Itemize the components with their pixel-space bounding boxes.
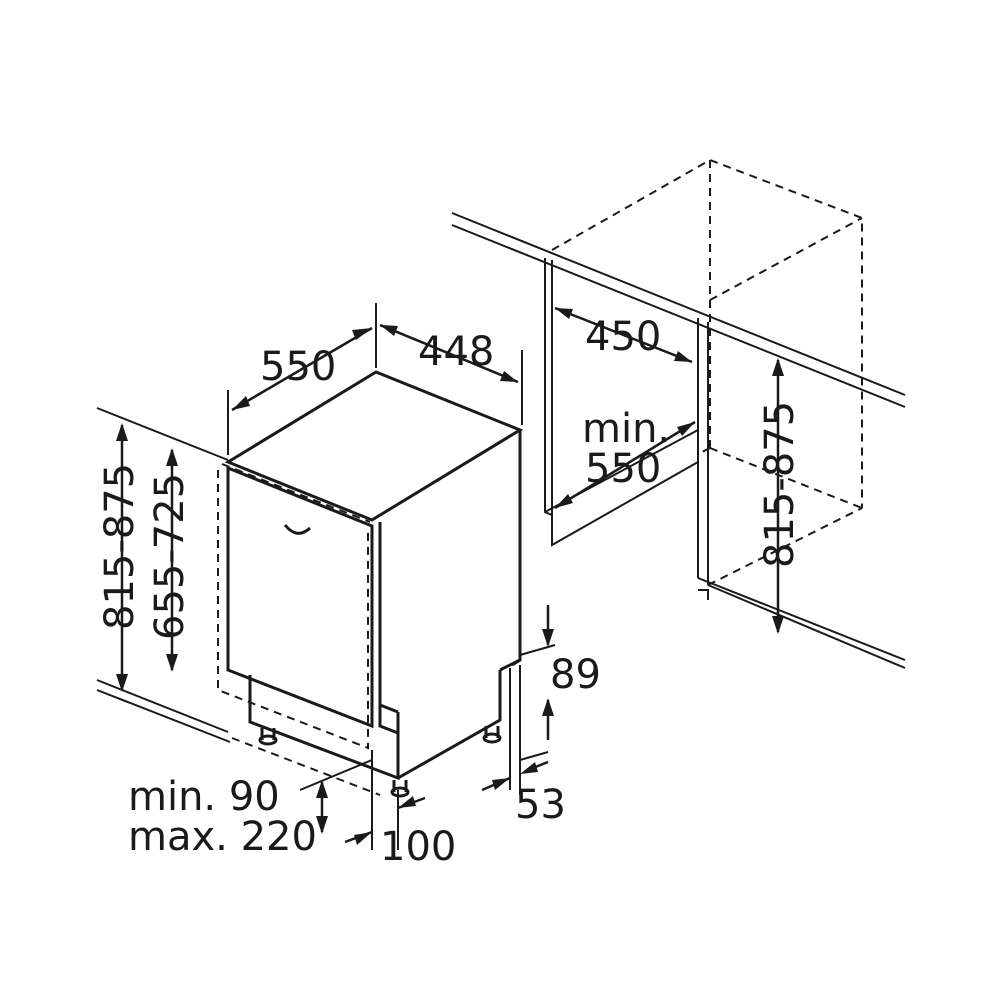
label-niche-depth-min: min. [582, 406, 670, 452]
label-total-height: 815-875 [97, 463, 143, 630]
label-niche-depth-550: 550 [585, 446, 661, 492]
niche-cabinet [544, 158, 906, 669]
dimension-labels: 550 448 450 min. 550 815-875 815-875 655… [97, 314, 803, 870]
extension-lines [227, 303, 556, 850]
label-plinth-depth-100: 100 [380, 824, 456, 870]
dimension-arrows [116, 306, 784, 845]
label-plinth-max: max. 220 [128, 814, 317, 860]
worktop-lines [96, 212, 906, 743]
label-dim-89: 89 [550, 652, 601, 698]
label-niche-width-450: 450 [585, 314, 661, 360]
label-niche-height: 815-875 [757, 401, 803, 568]
label-depth-550: 550 [260, 344, 336, 390]
adjustable-feet [258, 726, 502, 798]
label-width-448: 448 [418, 329, 494, 375]
label-door-height: 655-725 [147, 473, 193, 640]
label-plinth-min: min. 90 [128, 774, 280, 820]
label-dim-53: 53 [515, 782, 566, 828]
dishwasher-body [217, 370, 524, 798]
